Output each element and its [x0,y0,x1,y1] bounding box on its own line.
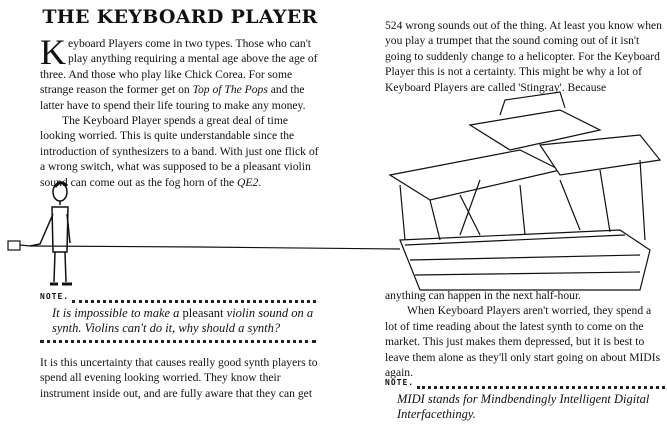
drop-cap: K [40,32,66,72]
paragraph-2: The Keyboard Player spends a great deal … [40,113,322,190]
keyboard-stack [388,91,662,291]
cable [7,240,401,251]
italic-title: Top of The Pops [192,83,268,97]
note-label: NOTE. [385,378,415,387]
note-label: NOTE. [40,292,70,301]
text: eyboard Players come in two types. Those… [40,37,318,97]
text: pleasant [182,305,224,320]
paragraph: anything can happen in the next half-hou… [385,289,582,302]
text: and the latter have to spend their life … [40,83,306,112]
italic-ship: QE2 [237,175,259,189]
dotted-rule [40,339,316,343]
text: violin sound on a synth. Violins can't d… [52,305,314,336]
man-figure [29,181,72,286]
text: It is impossible to make a [52,305,183,320]
left-note: NOTE. It is impossible to make a pleasan… [40,289,316,343]
right-note: NOTE. MIDI stands for Mindbendingly Inte… [385,375,665,425]
text: The Keyboard Player spends a great deal … [40,114,319,189]
paragraph: When Keyboard Players aren't worried, th… [385,304,661,380]
page-title: THE KEYBOARD PLAYER [42,6,318,28]
right-intro-text: 524 wrong sounds out of the thing. At le… [385,19,662,94]
right-body-text: anything can happen in the next half-hou… [385,288,665,380]
text: . [258,175,262,189]
dotted-rule [72,299,316,303]
note-body: MIDI stands for Mindbendingly Intelligen… [397,391,650,422]
dotted-rule [417,385,665,389]
left-closing-text: It is this uncertainty that causes reall… [40,356,318,400]
note-body: It is impossible to make a pleasant viol… [40,306,316,337]
